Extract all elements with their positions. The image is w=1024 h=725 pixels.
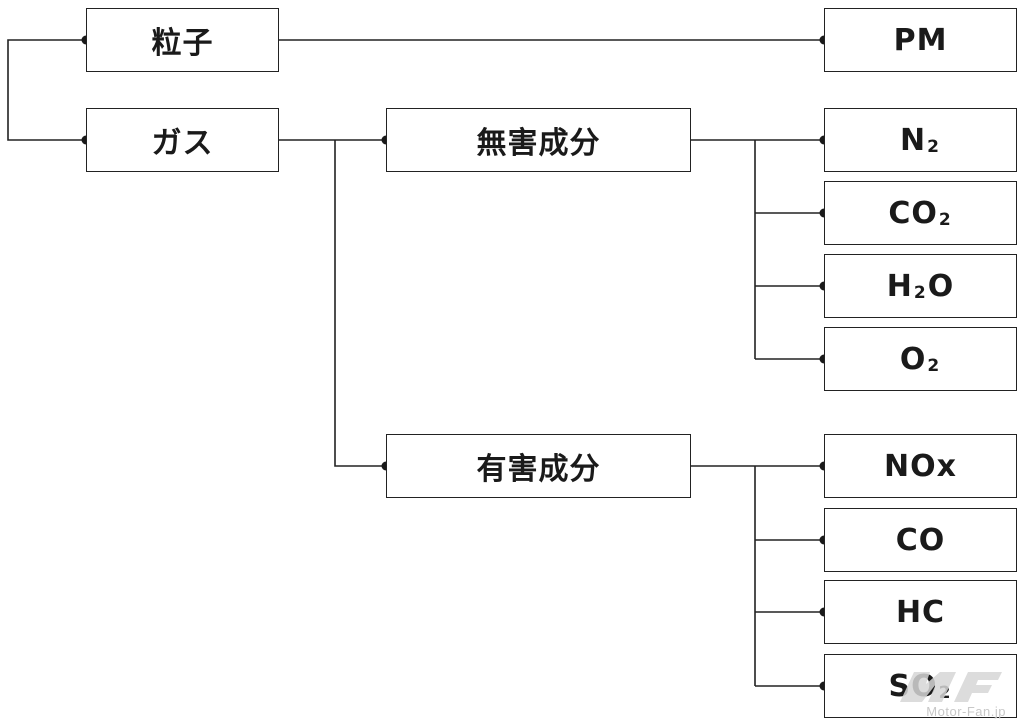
hc-node: HC [824,580,1017,644]
mf-logo-icon [900,672,1002,702]
h2o-node: H2O [824,254,1017,318]
pm-node: PM [824,8,1017,72]
nox-node: NOx [824,434,1017,498]
pm-label: PM [893,22,948,58]
watermark-text: Motor-Fan.jp [926,704,1006,719]
harmful-components-node: 有害成分 [386,434,691,498]
watermark: Motor-Fan.jp [896,668,1006,719]
co2-label: CO2 [888,195,952,231]
co2-node: CO2 [824,181,1017,245]
harmful-components-label: 有害成分 [476,452,601,487]
co-node: CO [824,508,1017,572]
particles-label: 粒子 [151,26,214,61]
harmless-components-label: 無害成分 [476,126,601,161]
root-bracket-line [7,39,86,141]
particles-node: 粒子 [86,8,279,72]
gas-to-harmful-line [334,140,386,467]
nox-label: NOx [884,448,957,484]
hc-label: HC [895,594,946,630]
gas-label: ガス [151,126,214,161]
co-label: CO [895,522,946,558]
harmless-components-node: 無害成分 [386,108,691,172]
gas-node: ガス [86,108,279,172]
h2o-label: H2O [886,268,955,304]
o2-label: O2 [899,341,941,377]
n2-node: N2 [824,108,1017,172]
n2-label: N2 [900,122,940,158]
o2-node: O2 [824,327,1017,391]
